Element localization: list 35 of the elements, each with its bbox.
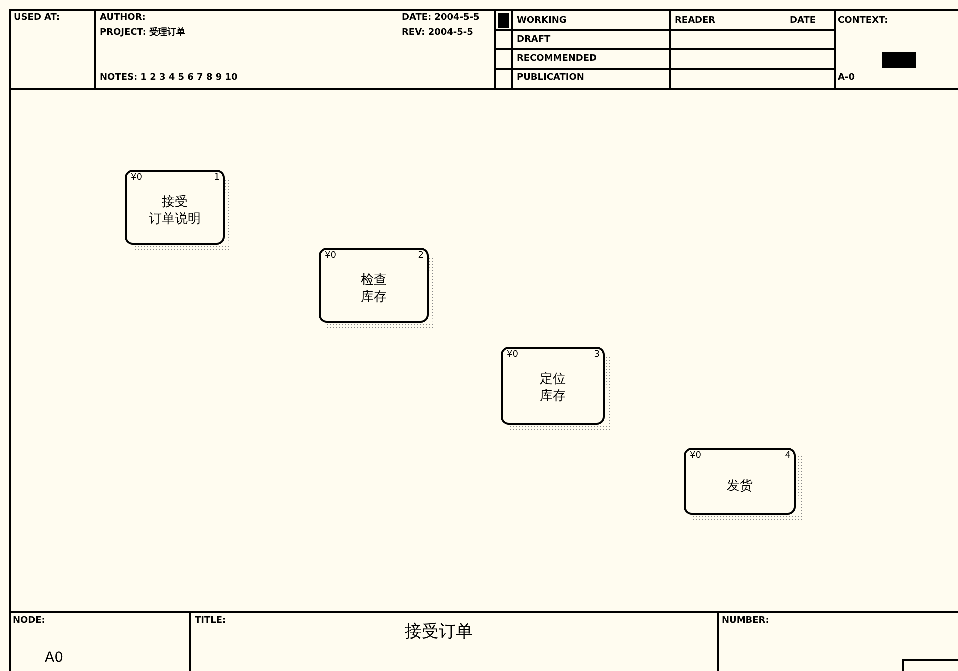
box-number: 3	[594, 350, 600, 360]
form-label: USED AT:	[14, 13, 60, 24]
activity-box	[319, 248, 429, 323]
activity-box	[501, 347, 605, 425]
form-label: READER	[675, 16, 716, 27]
form-label: DATE	[790, 16, 816, 27]
form-label: PROJECT: 受理订单	[100, 28, 186, 39]
form-label: AUTHOR:	[100, 13, 146, 24]
activity-box	[125, 170, 225, 245]
activity-name: 接受订单说明	[148, 194, 202, 228]
form-label: PUBLICATION	[517, 73, 584, 84]
cost-label: ¥0	[690, 451, 702, 461]
form-label: NODE:	[13, 616, 46, 627]
field-value: A0	[45, 650, 64, 667]
activity-name: 定位库存	[539, 371, 567, 405]
form-label: DRAFT	[517, 35, 551, 46]
form-label: CONTEXT:	[838, 16, 888, 27]
box-number: 1	[214, 173, 220, 183]
cost-label: ¥0	[131, 173, 142, 183]
form-label: REV: 2004-5-5	[402, 28, 474, 39]
box-number: 4	[785, 451, 791, 461]
cost-label: ¥0	[507, 350, 518, 360]
cost-label: ¥0	[325, 251, 336, 261]
form-label: A-0	[838, 73, 855, 84]
activity-name: 检查库存	[360, 272, 388, 306]
form-label: TITLE:	[195, 616, 226, 627]
box-number: 2	[418, 251, 424, 261]
form-label: WORKING	[517, 16, 567, 27]
form-label: DATE: 2004-5-5	[402, 13, 480, 24]
form-label: NOTES: 1 2 3 4 5 6 7 8 9 10	[100, 73, 238, 84]
form-label: RECOMMENDED	[517, 54, 598, 65]
field-value: 接受订单	[405, 622, 473, 642]
form-label: NUMBER:	[722, 616, 770, 627]
activity-box	[684, 448, 796, 515]
activity-name: 发货	[726, 478, 754, 495]
